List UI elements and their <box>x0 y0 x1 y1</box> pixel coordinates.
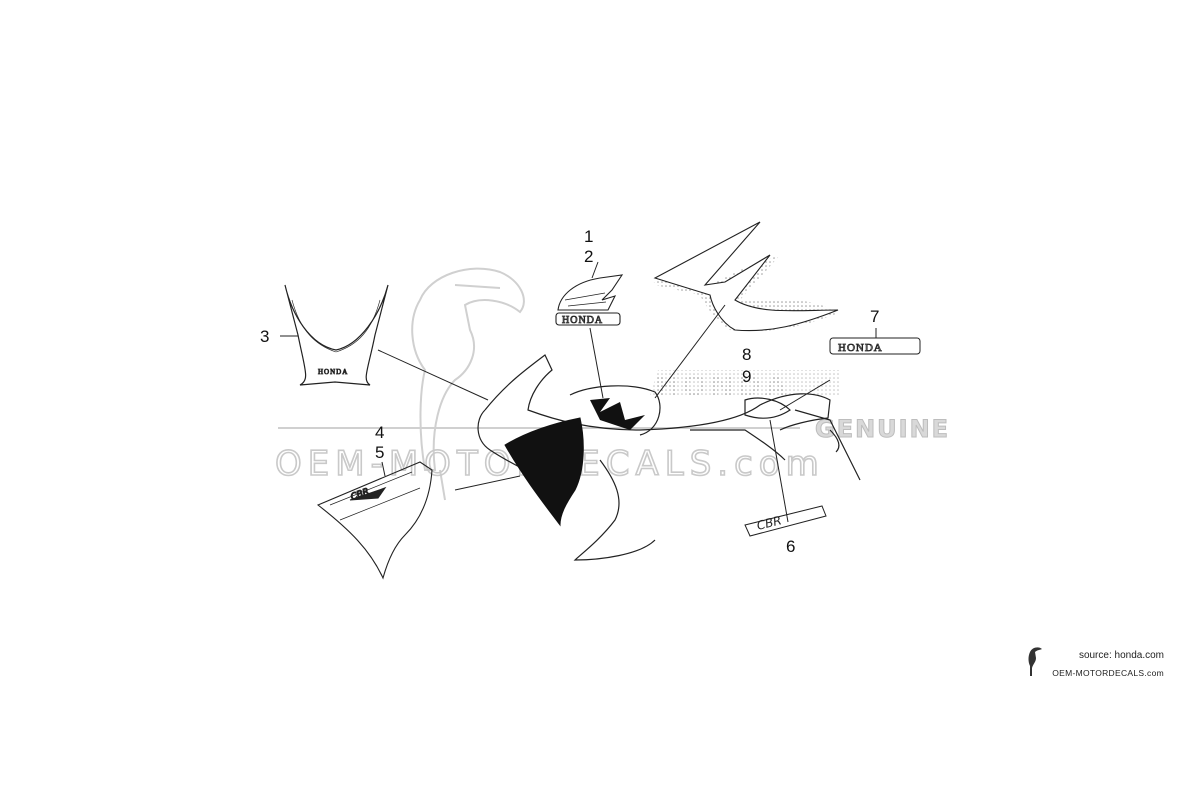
big-wing-decal: HONDA <box>650 221 840 402</box>
callout-6: 6 <box>786 537 795 556</box>
wing-emblem-honda-text: HONDA <box>562 315 603 326</box>
big-wing-honda-text: HONDA <box>655 369 791 402</box>
callout-4: 4 <box>375 423 384 442</box>
callout-9: 9 <box>742 367 751 386</box>
leader-1-2 <box>589 327 604 399</box>
wing-emblem-decal: HONDA <box>555 274 624 326</box>
callout-3: 3 <box>260 327 269 346</box>
wing-emblem-plate <box>555 312 621 326</box>
tail-model-decal: CBR <box>744 505 827 537</box>
side-panel-cbr-text: CBR <box>350 487 371 503</box>
motorcycle-fairing <box>477 354 861 561</box>
tank-stripe <box>590 398 645 430</box>
leader-lines <box>280 261 877 523</box>
callout-8: 8 <box>742 345 751 364</box>
front-cowl-honda-text: HONDA <box>318 368 348 376</box>
fairing-side-panel <box>504 417 584 527</box>
leader-7-bike <box>779 379 831 411</box>
leader-4-5 <box>381 461 386 477</box>
callout-1: 1 <box>584 227 593 246</box>
callout-5: 5 <box>375 443 384 462</box>
front-cowl-decal: HONDA <box>284 284 389 386</box>
side-emblem-honda-text: HONDA <box>838 342 883 354</box>
ostrich-logo-icon <box>1028 647 1042 676</box>
callout-2: 2 <box>584 247 593 266</box>
leader-3-bike <box>377 349 489 401</box>
callout-7: 7 <box>870 307 879 326</box>
leader-8-9 <box>654 304 726 399</box>
leader-2 <box>591 261 599 279</box>
source-credit: source: honda.com <box>1078 650 1164 661</box>
leader-4-5-bike <box>454 475 521 491</box>
watermark-genuine-tag: GENUINE <box>815 415 950 443</box>
side-panel-decal: CBR <box>316 461 433 580</box>
leader-6 <box>769 419 789 523</box>
tail-cbr-text: CBR <box>755 513 783 533</box>
watermark-ostrich-icon <box>411 267 525 501</box>
side-emblem-decal: HONDA <box>829 337 921 355</box>
source-domain: OEM-MOTORDECALS.com <box>1052 668 1164 678</box>
